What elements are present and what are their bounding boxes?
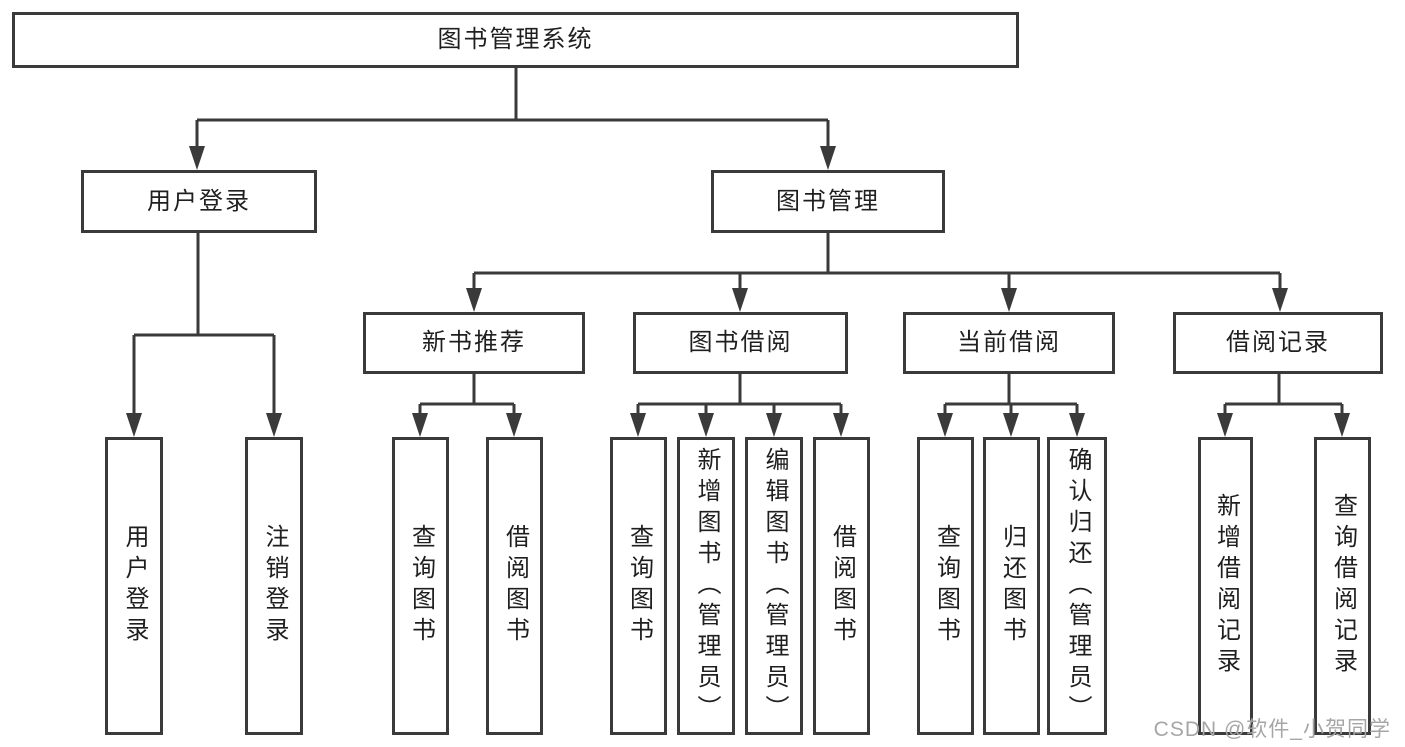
node-label: 新增图书（管理员） (693, 446, 720, 726)
node-label: 用户登录 (147, 187, 251, 215)
node-book-management: 图书管理 (711, 170, 945, 233)
node-label: 新书推荐 (422, 329, 526, 356)
leaf-borrow-books-recommend: 借阅图书 (486, 437, 543, 735)
node-label: 确认归还（管理员） (1064, 446, 1091, 726)
node-label: 查询图书 (932, 524, 960, 648)
leaf-return-books: 归还图书 (983, 437, 1040, 735)
node-label: 归还图书 (998, 524, 1026, 648)
leaf-user-login: 用户登录 (105, 437, 163, 735)
leaf-borrow-books: 借阅图书 (813, 437, 870, 735)
node-label: 借阅记录 (1226, 329, 1330, 356)
node-label: 注销登录 (261, 524, 288, 648)
leaf-edit-books-admin: 编辑图书（管理员） (745, 437, 803, 735)
node-borrow-record: 借阅记录 (1173, 312, 1383, 374)
node-label: 查询图书 (625, 524, 653, 648)
leaf-logout: 注销登录 (245, 437, 303, 735)
node-label: 新增借阅记录 (1212, 493, 1240, 679)
node-label: 借阅图书 (828, 524, 856, 648)
leaf-confirm-return-admin: 确认归还（管理员） (1047, 437, 1107, 735)
leaf-query-books-borrow: 查询图书 (610, 437, 667, 735)
node-label: 编辑图书（管理员） (761, 446, 788, 726)
node-label: 图书借阅 (688, 329, 793, 356)
leaf-query-books-recommend: 查询图书 (392, 437, 449, 735)
node-user-login: 用户登录 (81, 170, 317, 233)
node-book-borrow: 图书借阅 (633, 312, 848, 374)
node-label: 用户登录 (121, 524, 148, 648)
node-label: 图书管理 (776, 187, 880, 215)
node-label: 借阅图书 (501, 524, 529, 648)
node-label: 查询借阅记录 (1329, 493, 1357, 679)
leaf-add-books-admin: 新增图书（管理员） (677, 437, 735, 735)
node-label: 当前借阅 (957, 329, 1061, 356)
csdn-watermark: CSDN @软件_小贺同学 (1153, 718, 1391, 741)
leaf-query-books-current: 查询图书 (917, 437, 974, 735)
node-label: 查询图书 (407, 524, 435, 648)
leaf-query-borrow-record: 查询借阅记录 (1314, 437, 1371, 735)
node-library-system: 图书管理系统 (12, 12, 1019, 68)
node-label: 图书管理系统 (437, 26, 594, 53)
leaf-add-borrow-record: 新增借阅记录 (1198, 437, 1253, 735)
node-current-borrow: 当前借阅 (903, 312, 1115, 374)
node-new-book-recommend: 新书推荐 (363, 312, 585, 374)
